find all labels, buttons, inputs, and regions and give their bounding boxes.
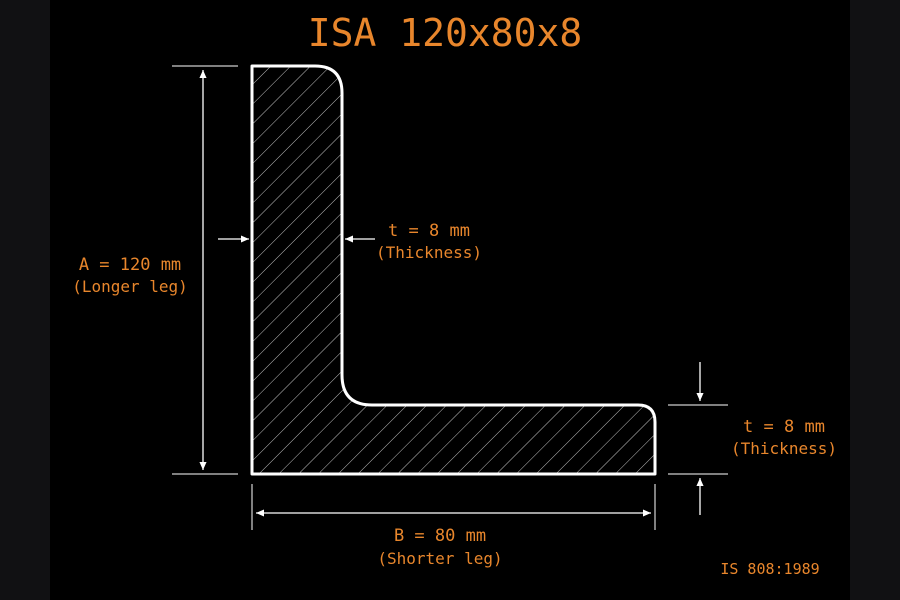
leg-b-caption: (Shorter leg) [377,549,502,568]
leg-a-value: A = 120 mm [79,255,181,275]
standard-reference: IS 808:1989 [720,560,819,578]
thickness-vertical-value: t = 8 mm [388,221,470,241]
thickness-horizontal-caption: (Thickness) [731,439,837,458]
thickness-vertical-caption: (Thickness) [376,243,482,262]
thickness-horizontal-value: t = 8 mm [743,417,825,437]
angle-cross-section [250,64,657,476]
leg-a-caption: (Longer leg) [72,277,188,296]
drawing-panel [50,0,850,600]
leg-b-value: B = 80 mm [394,526,486,546]
diagram-title: ISA 120x80x8 [308,11,583,55]
